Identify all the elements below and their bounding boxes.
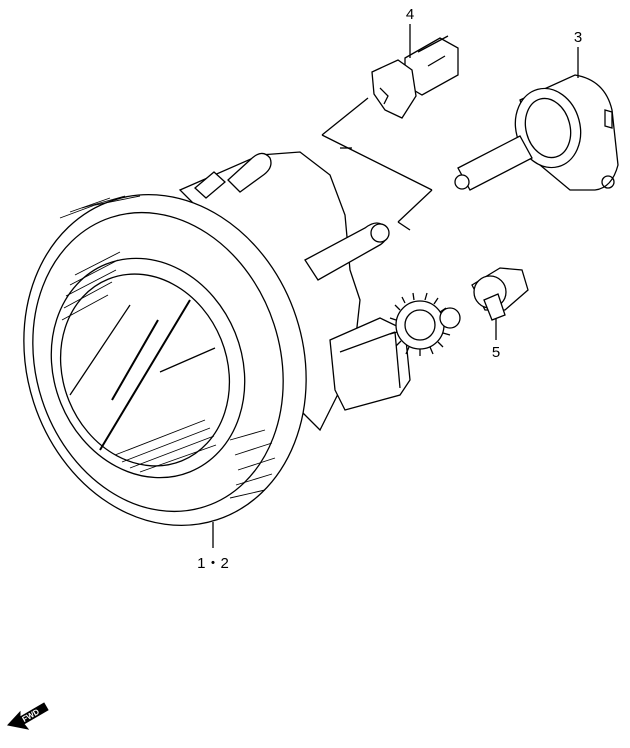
callout-part-1-2: 1・2 bbox=[197, 555, 229, 572]
fog-lamp-housing bbox=[23, 151, 411, 527]
assembly-lines bbox=[321, 97, 433, 231]
callout-part-5: 5 bbox=[492, 344, 500, 361]
lens-shading bbox=[61, 251, 217, 473]
callout-part-4: 4 bbox=[406, 6, 414, 23]
fwd-arrow-icon: FWD bbox=[7, 702, 49, 730]
bulb-h11 bbox=[454, 74, 619, 191]
bulb-socket-gear bbox=[389, 292, 461, 356]
bezel-shading bbox=[59, 195, 276, 499]
position-bulb bbox=[471, 267, 529, 321]
callout-part-3: 3 bbox=[574, 29, 582, 46]
connector bbox=[371, 35, 459, 119]
